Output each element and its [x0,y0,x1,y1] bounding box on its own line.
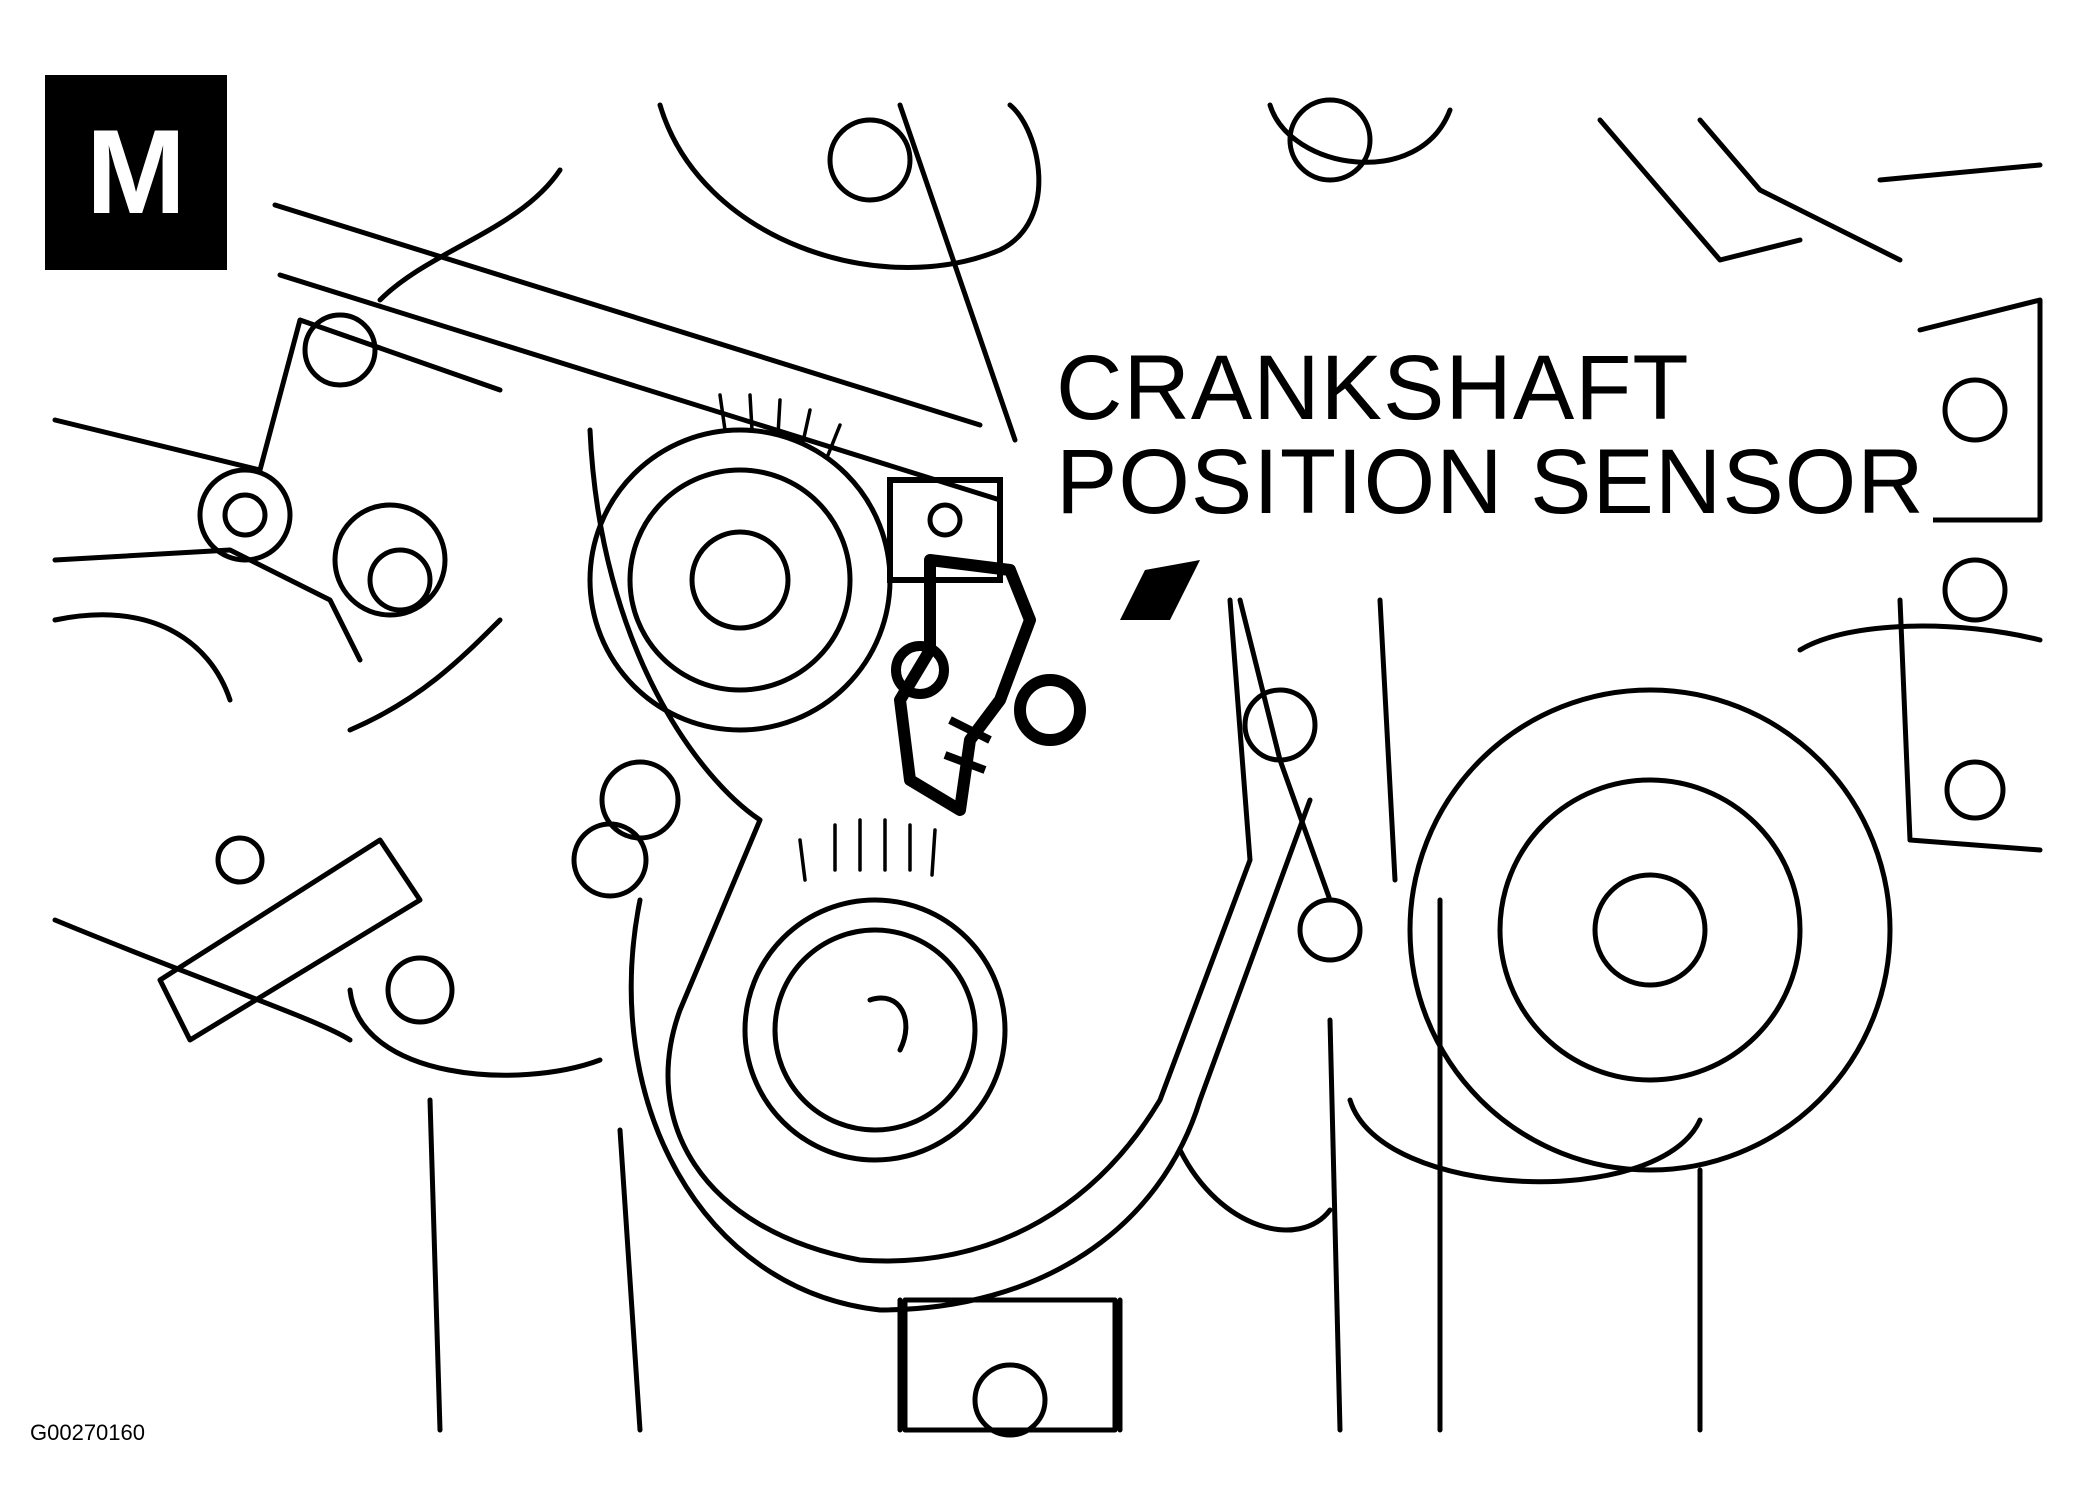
upper-housing [377,97,2043,303]
left-bracket [52,312,681,1078]
crankshaft-position-sensor [887,477,1200,816]
crankshaft-position-sensor-label: CRANKSHAFT POSITION SENSOR [1048,337,1933,533]
camshaft-pulley [587,393,893,733]
figure-reference: G00270160 [30,1420,145,1445]
camshaft-bracket [272,102,1018,503]
label-line-2: POSITION SENSOR [1056,431,1925,533]
crankshaft-sprocket [742,818,1008,1163]
lower-housing [427,897,1703,1438]
model-badge: M [45,75,227,270]
tensioner-pulley [1237,597,1893,1173]
label-line-1: CRANKSHAFT [1056,337,1690,439]
timing-belt [587,427,1313,1313]
right-bracket [1797,297,2043,853]
